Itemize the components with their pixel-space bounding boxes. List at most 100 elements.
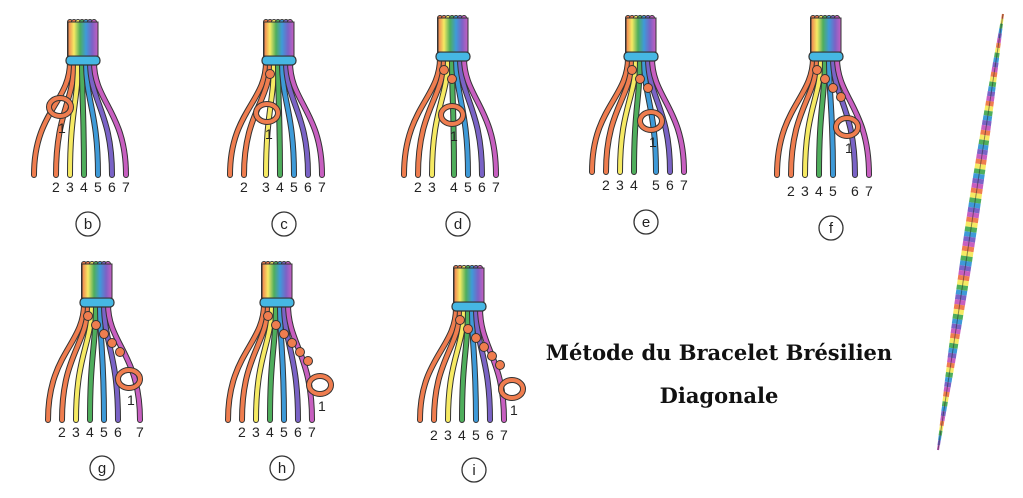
binding-band [451, 301, 487, 312]
thread-number: 2 [430, 427, 438, 443]
knot-loop [254, 102, 280, 124]
knot-loop [439, 104, 465, 126]
thread-number: 2 [58, 424, 66, 440]
thread-number-active: 1 [127, 392, 135, 408]
thread [228, 20, 268, 177]
diagram-title: Métode du Bracelet Brésilien [545, 340, 893, 365]
thread [416, 16, 446, 177]
step-label: f [829, 220, 834, 237]
thread-number: 6 [478, 179, 486, 195]
step-label-circle [271, 211, 297, 237]
binding-band [261, 55, 297, 66]
thread-bundle-top [261, 263, 293, 299]
thread-number: 7 [308, 424, 316, 440]
thread [432, 266, 462, 422]
thread-number: 3 [72, 424, 80, 440]
step-label-circle [75, 211, 101, 237]
finished-knot [107, 338, 117, 348]
thread [402, 16, 442, 177]
finished-knot [115, 347, 125, 357]
thread-number: 3 [262, 179, 270, 195]
thread-number: 4 [80, 179, 88, 195]
thread [74, 262, 94, 422]
thread-number: 5 [100, 424, 108, 440]
thread-number: 5 [94, 179, 102, 195]
thread [240, 262, 270, 422]
binding-band [623, 51, 659, 62]
thread-number: 7 [492, 179, 500, 195]
thread [462, 16, 498, 177]
finished-knot [836, 92, 846, 102]
thread-number: 4 [450, 179, 458, 195]
thread-number: 5 [280, 424, 288, 440]
thread-number: 2 [52, 179, 60, 195]
finished-knot [487, 351, 497, 361]
thread [618, 16, 638, 174]
thread [831, 16, 857, 177]
thread-number: 5 [290, 179, 298, 195]
thread-bundle-top [263, 21, 295, 57]
step-label-circle [445, 211, 471, 237]
step-label: g [98, 460, 106, 477]
step-label-circle [461, 457, 487, 483]
thread-number: 4 [458, 427, 466, 443]
finished-knot [265, 69, 275, 79]
thread-number: 7 [500, 427, 508, 443]
finished-knot [99, 329, 109, 339]
thread-bundle-top [625, 17, 657, 53]
thread [284, 20, 310, 177]
thread [60, 262, 90, 422]
thread [430, 16, 450, 177]
thread-number: 4 [276, 179, 284, 195]
finished-knot [91, 320, 101, 330]
thread-number: 7 [318, 179, 326, 195]
thread [789, 16, 819, 177]
thread-number: 6 [666, 177, 674, 193]
thread-number: 3 [428, 179, 436, 195]
finished-knot [83, 311, 93, 321]
thread-bundle-top [67, 21, 99, 57]
thread [458, 16, 484, 177]
thread [590, 16, 630, 174]
thread [650, 16, 686, 174]
thread [46, 262, 86, 422]
thread-number: 5 [652, 177, 660, 193]
diagram-subtitle: Diagonale [659, 383, 779, 408]
finished-knot [635, 74, 645, 84]
thread-bundle-top [453, 267, 485, 303]
finished-knot [495, 360, 505, 370]
binding-band [259, 297, 295, 308]
finished-knot [271, 320, 281, 330]
thread [226, 262, 266, 422]
knot-loop [307, 374, 333, 396]
thread-number-active: 1 [649, 134, 657, 150]
binding-band [435, 51, 471, 62]
thread-number: 6 [114, 424, 122, 440]
thread [102, 262, 120, 422]
thread [92, 20, 128, 177]
bracelet-edge [937, 13, 1004, 451]
step-label-circle [269, 455, 295, 481]
binding-band [808, 51, 844, 62]
finished-knot [303, 356, 313, 366]
finished-knot [471, 333, 481, 343]
thread-bundle-top [437, 17, 469, 53]
thread-number-active: 1 [510, 402, 518, 418]
finished-knot [263, 311, 273, 321]
step-label: i [472, 462, 475, 479]
step-label-circle [818, 215, 844, 241]
knot-loop [499, 378, 525, 400]
thread-bundle-top [810, 17, 842, 53]
thread-number-active: 1 [845, 140, 853, 156]
thread-number: 6 [108, 179, 116, 195]
thread [88, 20, 114, 177]
thread [288, 20, 324, 177]
thread [803, 16, 823, 177]
step-label-circle [89, 455, 115, 481]
binding-band [79, 297, 115, 308]
thread-number: 5 [464, 179, 472, 195]
